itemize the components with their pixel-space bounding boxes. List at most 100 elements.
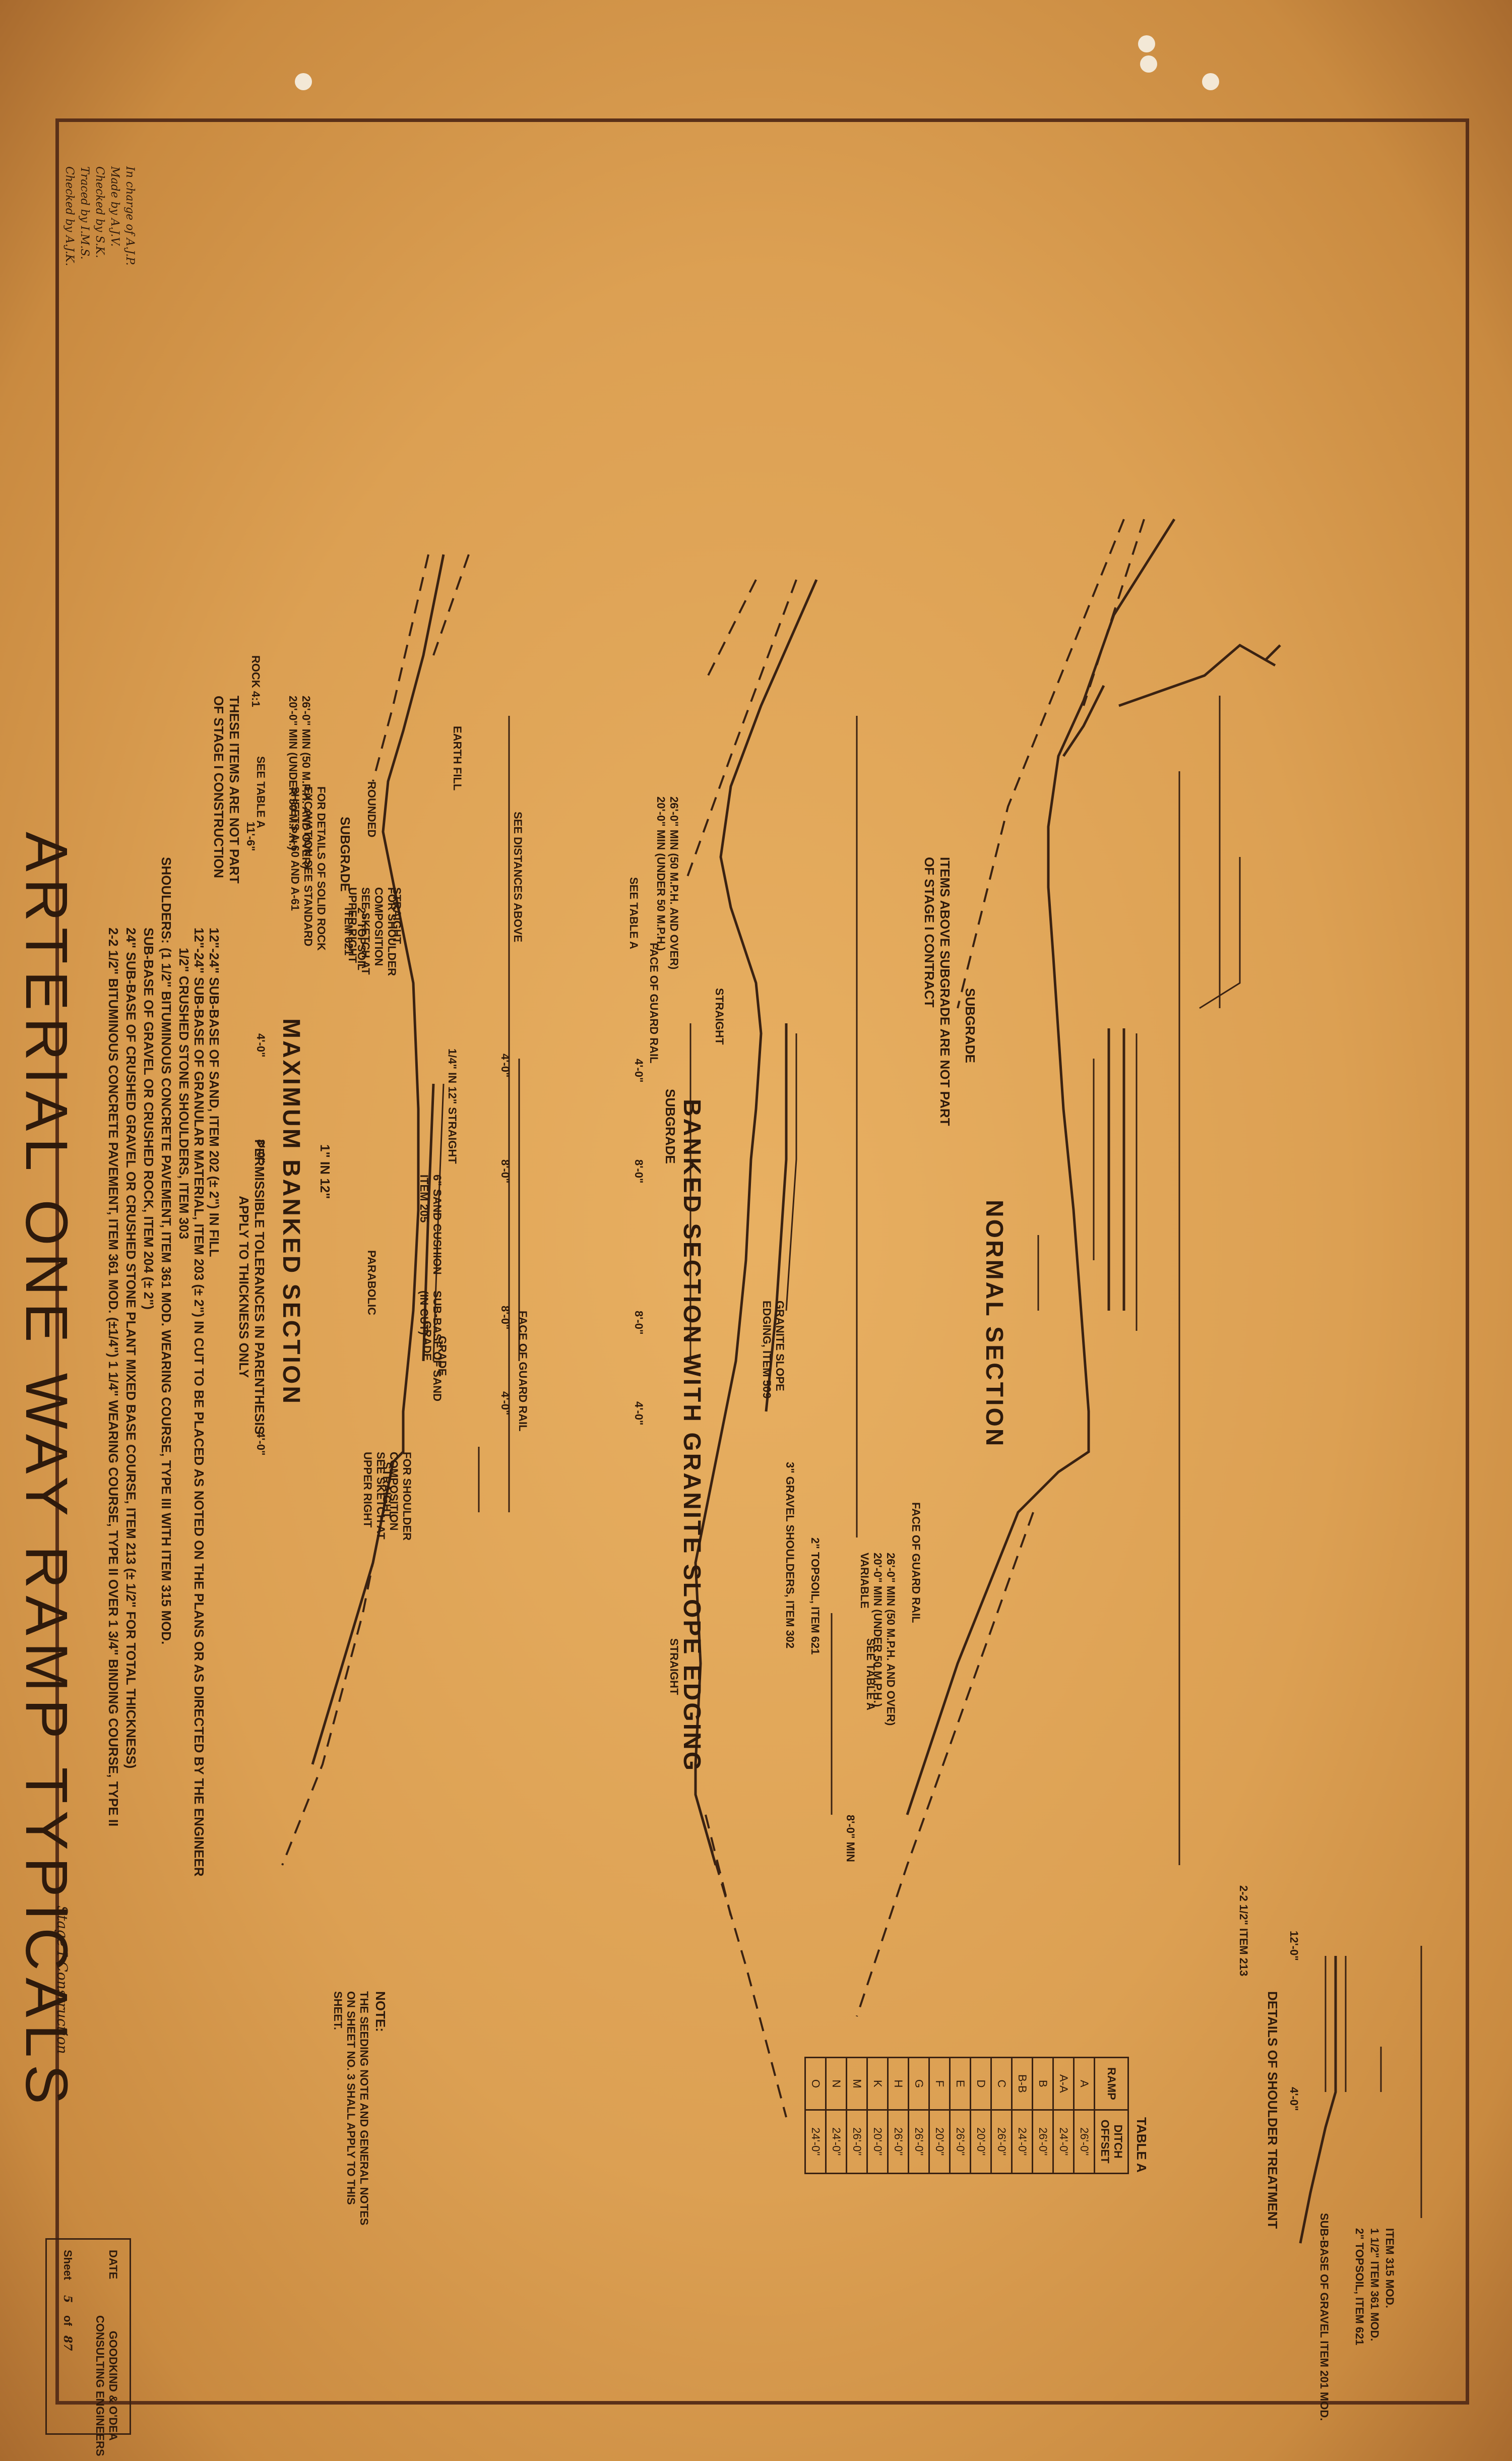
banked-topsoil-label: 2" TOPSOIL, ITEM 621 bbox=[809, 1537, 822, 1655]
table-a-offset-cell: 26'-0" bbox=[888, 2110, 909, 2174]
banked-min-offset-left: 26'-0" MIN (50 M.P.H. AND OVER) 20'-0" M… bbox=[655, 796, 680, 970]
sand-sub-base-note: 12"-24" SUB-BASE OF SAND, ITEM 202 (± 2"… bbox=[207, 928, 222, 1257]
table-a-ramp-cell: D bbox=[970, 2057, 991, 2110]
granular-sub-base-note: 12"-24" SUB-BASE OF GRANULAR MATERIAL, I… bbox=[192, 928, 207, 1877]
max-banked-section-profile bbox=[281, 554, 520, 1866]
shoulder-label-315: ITEM 315 MOD. bbox=[1383, 2228, 1396, 2308]
table-a-offset-cell: 24'-0" bbox=[826, 2110, 847, 2174]
banked-straight-label-left: STRAIGHT bbox=[713, 988, 726, 1045]
table-a-ramp-cell: G bbox=[908, 2057, 929, 2110]
table-a-ramp-cell: F bbox=[929, 2057, 950, 2110]
earth-fill-label: EARTH FILL bbox=[451, 726, 464, 791]
table-a-ramp-cell: E bbox=[950, 2057, 971, 2110]
table-a-col-offset: DITCH OFFSET bbox=[1094, 2110, 1128, 2174]
table-a-offset-cell: 24'-0" bbox=[1012, 2110, 1033, 2174]
max-straight-left: STRAIGHT bbox=[391, 887, 403, 944]
sub-base-note: SUB-BASE OF GRAVEL OR CRUSHED ROCK, ITEM… bbox=[141, 928, 156, 1310]
solid-rock-note: FOR DETAILS OF SOLID ROCK EXCAVATION SEE… bbox=[289, 786, 328, 951]
normal-section-profile bbox=[856, 518, 1281, 2017]
banked-section-profile bbox=[684, 579, 858, 2118]
not-part-note: THESE ITEMS ARE NOT PART OF STAGE I CONS… bbox=[211, 696, 242, 884]
sheet-number: 5 bbox=[61, 2295, 74, 2303]
table-a-ramp-cell: N bbox=[826, 2057, 847, 2110]
title-block: GOODKIND & O'DEA CONSULTING ENGINEERS DA… bbox=[45, 2238, 131, 2456]
banked-face-rail-right: FACE OF GUARD RAIL bbox=[910, 1502, 922, 1623]
shoulder-dim-12: 12'-0" bbox=[1288, 1931, 1300, 1961]
max-subgrade-label: SUBGRADE bbox=[338, 817, 353, 892]
banked-section-title: BANKED SECTION WITH GRANITE SLOPE EDGING bbox=[678, 1099, 705, 1773]
max-face-rail-label: FACE OF GUARD RAIL bbox=[517, 1311, 529, 1432]
normal-straight-label: 1/4" IN 12" STRAIGHT bbox=[446, 1049, 459, 1164]
sheet-label: Sheet bbox=[61, 2250, 74, 2280]
see-distances-label: SEE DISTANCES ABOVE bbox=[512, 812, 524, 943]
check-line: Checked by A.J.K. bbox=[63, 166, 76, 266]
normal-dim-offset: 11'-6" bbox=[244, 822, 257, 851]
max-dim-shoulder-right: 4'-0" bbox=[499, 1391, 512, 1416]
table-a-offset-cell: 26'-0" bbox=[1032, 2110, 1053, 2174]
normal-subgrade-label: SUBGRADE bbox=[963, 988, 978, 1063]
max-straight-right: STRAIGHT bbox=[381, 1462, 393, 1519]
stage-construction-note: Stage I Construction bbox=[54, 1905, 71, 2054]
table-a-ramp-cell: B bbox=[1032, 2057, 1053, 2110]
shoulder-detail-title: DETAILS OF SHOULDER TREATMENT bbox=[1265, 1991, 1280, 2229]
normal-dim-shoulder-left: 4'-0" bbox=[255, 1033, 267, 1058]
table-a-title: TABLE A bbox=[1134, 2117, 1149, 2173]
crushed-stone-note: 1/2" CRUSHED STONE SHOULDERS, ITEM 303 bbox=[176, 948, 192, 1240]
table-a-ramp-cell: O bbox=[805, 2057, 826, 2110]
table-a-offset-cell: 20'-0" bbox=[929, 2110, 950, 2174]
punch-hole bbox=[1138, 35, 1155, 52]
table-a-ramp-cell: C bbox=[991, 2057, 1012, 2110]
table-a-ramp-cell: A bbox=[1074, 2057, 1095, 2110]
sheet-total: 87 bbox=[61, 2335, 74, 2351]
punch-hole bbox=[1140, 55, 1157, 73]
granite-edging-label: GRANITE SLOPE EDGING, ITEM 509 bbox=[761, 1301, 786, 1399]
check-line: Traced by I.M.S. bbox=[78, 166, 91, 260]
normal-dim-lane-left: 8'-0" bbox=[255, 1139, 267, 1163]
base-course-note: 24" SUB-BASE OF CRUSHED GRAVEL OR CRUSHE… bbox=[123, 928, 139, 1769]
tolerance-note: PERMISSIBLE TOLERANCES IN PARENTHESIS AP… bbox=[236, 1139, 267, 1435]
table-a-offset-cell: 26'-0" bbox=[908, 2110, 929, 2174]
table-a-ramp-cell: M bbox=[846, 2057, 867, 2110]
sheet-of-label: of bbox=[61, 2315, 74, 2326]
table-a-ramp-cell: B-B bbox=[1012, 2057, 1033, 2110]
shoulder-label-topsoil: 2" TOPSOIL, ITEM 621 bbox=[1353, 2228, 1366, 2346]
banked-straight-label-right: STRAIGHT bbox=[668, 1638, 680, 1695]
max-dim-lane-left: 8'-0" bbox=[499, 1159, 512, 1184]
max-banked-title: MAXIMUM BANKED SECTION bbox=[278, 1018, 304, 1405]
table-a-offset-cell: 20'-0" bbox=[970, 2110, 991, 2174]
normal-section-title: NORMAL SECTION bbox=[981, 1200, 1007, 1448]
check-line: Made by A.J.V. bbox=[108, 166, 121, 247]
normal-dim-shoulder-right: 4'-0" bbox=[255, 1432, 267, 1456]
table-a-offset-cell: 24'-0" bbox=[1053, 2110, 1074, 2174]
date-label: DATE bbox=[107, 2250, 119, 2280]
rounded-label: ROUNDED bbox=[365, 781, 378, 838]
banked-subgrade-label: SUBGRADE bbox=[663, 1089, 678, 1164]
table-a-ramp-cell: A-A bbox=[1053, 2057, 1074, 2110]
check-line: In charge of A.J.P. bbox=[123, 166, 136, 266]
max-grade-label: GRADE bbox=[421, 1321, 433, 1361]
table-a-offset-cell: 20'-0" bbox=[867, 2110, 888, 2174]
max-dim-lane-right: 8'-0" bbox=[499, 1306, 512, 1330]
check-line: Checked by S.K. bbox=[93, 166, 106, 258]
banked-dim-shoulder-right: 4'-0" bbox=[633, 1401, 645, 1426]
table-a-col-ramp: RAMP bbox=[1094, 2057, 1128, 2110]
table-a-offset-cell: 26'-0" bbox=[1074, 2110, 1095, 2174]
table-a-offset-cell: 26'-0" bbox=[991, 2110, 1012, 2174]
shoulder-dim-4: 4'-0" bbox=[1288, 2087, 1300, 2111]
general-note-text: THE SEEDING NOTE AND GENERAL NOTES ON SH… bbox=[332, 1991, 370, 2226]
table-a-ramp-cell: K bbox=[867, 2057, 888, 2110]
